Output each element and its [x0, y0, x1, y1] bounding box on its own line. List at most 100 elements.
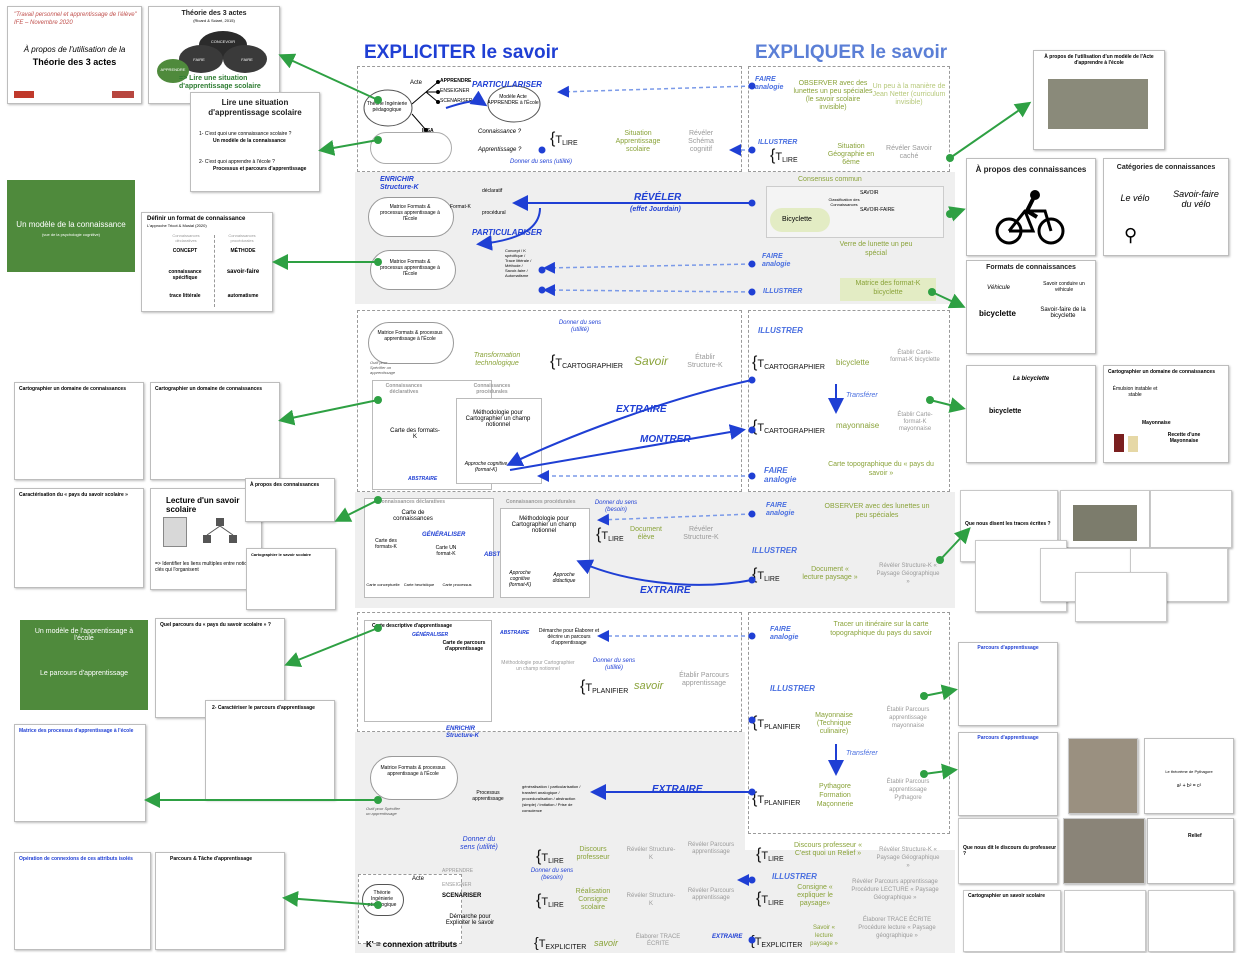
f2-T: T [775, 151, 783, 163]
parcours-card-2[interactable]: Parcours d'apprentissage [958, 732, 1058, 816]
row3-conn-proc: Connaissances procédurales [473, 383, 511, 395]
lire-q2: 2- C'est quoi apprendre à l'école ? [199, 159, 275, 165]
carto-savoir-card[interactable]: Cartographier le savoir scolaire [246, 548, 336, 610]
row5-f-b: Établir Parcours apprentissage [679, 672, 729, 687]
bike-icon: ⚲ [1124, 225, 1138, 245]
parcours-tache-card[interactable]: Parcours & Tâche d'apprentissage [155, 852, 285, 950]
propos-conn-card-left[interactable]: À propos des connaissances [245, 478, 335, 522]
cyclist-icon [995, 190, 1065, 245]
definir-subtitle: L'approche Tricot & Musial (2020) [147, 223, 207, 228]
discours-thumb[interactable]: Que nous dit le discours du professeur ? [958, 818, 1058, 884]
mayo-jar [1128, 436, 1138, 452]
row6-formula-5: {TEXPLICITER [534, 934, 587, 951]
propos-conn-card[interactable]: À propos des connaissances [966, 158, 1096, 256]
row3-formula-3: {TCARTOGRAPHIER [752, 418, 825, 435]
svg-text:CONCEVOIR: CONCEVOIR [211, 39, 235, 44]
carto-savoir-thumb[interactable]: Cartographier un savoir scolaire [963, 890, 1061, 952]
thumb-8[interactable] [1064, 890, 1146, 952]
categories-card[interactable]: Catégories de connaissances Le vélo Savo… [1103, 158, 1229, 256]
thumb-3[interactable] [1150, 490, 1232, 548]
relief-title: Relief [1188, 833, 1202, 839]
row6-illustrer: ILLUSTRER [772, 872, 817, 881]
row1-f1-a: Situation Apprentissage scolaire [615, 130, 661, 153]
carto-card-2[interactable]: Cartographier un domaine de connaissance… [150, 382, 280, 480]
operation-title: Opération de connexions de ces attributs… [19, 856, 133, 862]
carto-savoir-thumb-title: Cartographier un savoir scolaire [968, 893, 1045, 899]
row1-scenariser: SCENARISER [440, 98, 473, 104]
row5-carte-desc: Carte descriptive d'apprentissage [371, 623, 453, 629]
relief-card[interactable]: Relief [1147, 818, 1234, 884]
operation-card[interactable]: Opération de connexions de ces attributs… [14, 852, 151, 950]
svg-text:FAIRE: FAIRE [193, 57, 205, 62]
row4-carte-heuristique: Carte heuristique [403, 582, 435, 587]
row6-donner-sens: Donner du sens (utilité) [460, 836, 498, 851]
formats-savoir-conduire: Savoir conduire un véhicule [1043, 281, 1085, 293]
parcours-tache-title: Parcours & Tâche d'apprentissage [170, 856, 253, 862]
masonry-photo[interactable] [1068, 738, 1138, 814]
formats-bicyclette: bicyclette [979, 309, 1016, 318]
carto-mayo-title: Cartographier un domaine de connaissance… [1108, 369, 1215, 375]
lecture-card[interactable]: Lecture d'un savoir scolaire => Identifi… [150, 488, 262, 590]
f1-T: T [555, 134, 563, 146]
definir-title: Définir un format de connaissance [147, 216, 246, 222]
definir-col1: Connaissances déclaratives [172, 233, 200, 243]
row3-outil: Outil pour Spécifier un apprentissage [370, 360, 396, 375]
propos-acte-card[interactable]: À propos de l'utilisation d'un modèle de… [1033, 50, 1165, 150]
photo-discours[interactable] [1063, 818, 1145, 884]
carto-mayo-card[interactable]: Cartographier un domaine de connaissance… [1103, 365, 1229, 463]
caracteriser-card[interactable]: 2- Caractériser le parcours d'apprentiss… [205, 700, 335, 800]
green-arrow-9 [949, 101, 1032, 159]
row4-f2-a: Document « lecture paysage » [802, 566, 858, 581]
document-icon [163, 517, 187, 547]
row6-f5-b: Élaborer TRACE ÉCRITE [635, 934, 681, 947]
traces-title: Que nous disent les traces écrites ? [965, 521, 1051, 527]
row4-conn-decl: Connaissances déclaratives [378, 499, 445, 505]
modele-title: Un modèle de la connaissance [16, 220, 126, 229]
parcours2-title: Parcours d'apprentissage [977, 735, 1039, 741]
pays-card[interactable]: Caractérisation du « pays du savoir scol… [14, 488, 144, 588]
lecture-identifier: => Identifier les liens multiples entre … [155, 561, 253, 573]
row4-sub2: LIRE [764, 576, 780, 583]
row3-sub: CARTOGRAPHIER [562, 363, 623, 370]
theorie-card[interactable]: Théorie des 3 actes (Ricard & Sciarri, 2… [148, 6, 280, 104]
row3-methodo-box [456, 398, 542, 484]
carto-card-1[interactable]: Cartographier un domaine de connaissance… [14, 382, 144, 480]
matrice-card-left[interactable]: Matrice des processus d'apprentissage à … [14, 724, 146, 822]
row5-sub2: PLANIFIER [764, 724, 801, 731]
green-arrow-1 [278, 53, 379, 101]
row2-matrice-bic: Matrice des format-K bicyclette [840, 278, 936, 301]
row5-faire-analogie: FAIRE analogie [770, 626, 799, 641]
row6-formula-4: {TLIRE [756, 890, 784, 907]
modele-apprentissage-panel[interactable]: Un modèle de l'apprentissage à l'école L… [20, 620, 148, 710]
modele-connaissance-panel[interactable]: Un modèle de la connaissance (vue de la … [7, 180, 135, 272]
pythagore-card[interactable]: Le théorème de Pythagore a² + b² = c² [1144, 738, 1234, 814]
thumb-7[interactable] [1075, 572, 1167, 622]
row1-apprentissage-q: Apprentissage ? [478, 147, 522, 153]
lire-a2: Processus et parcours d'apprentissage [213, 166, 307, 172]
frame-row5-left [357, 612, 742, 732]
row1-f2-a: Situation Géographie en 6ème [827, 143, 875, 166]
row2-illustrer: ILLUSTRER [763, 288, 803, 295]
definir-card[interactable]: Définir un format de connaissance L'appr… [141, 212, 273, 312]
row5-formula-3: {TPLANIFIER [752, 790, 801, 807]
row5-processus: Processus apprentissage [472, 790, 504, 802]
row2-savoir: SAVOIR [860, 190, 879, 196]
formats-title: Formats de connaissances [986, 264, 1076, 271]
cover-card[interactable]: "Travail personnel et apprentissage de l… [7, 6, 142, 104]
row3-formula-2: {TCARTOGRAPHIER [752, 354, 825, 371]
parcours-card-1[interactable]: Parcours d'apprentissage [958, 642, 1058, 726]
green-arrow-15 [923, 763, 958, 780]
frame-row3-left [357, 310, 742, 492]
definir-auto: automatisme [227, 293, 259, 299]
row4-faire-analogie: FAIRE analogie [766, 502, 795, 517]
formats-card[interactable]: Formats de connaissances Véhicule bicycl… [966, 260, 1096, 354]
pythagore-title: Le théorème de Pythagore [1165, 769, 1213, 774]
row5-outil: Outil pour Spécifier un apprentissage [366, 806, 401, 816]
row6-sub6: EXPLICITER [761, 942, 803, 949]
thumb-9[interactable] [1148, 890, 1234, 952]
thumb-2[interactable] [1060, 490, 1150, 548]
row4-donner-sens: Donner du sens (besoin) [594, 500, 638, 513]
row5-sub: PLANIFIER [592, 688, 629, 695]
carte-bicyclette-card[interactable]: La bicyclette bicyclette [966, 365, 1096, 463]
row2-declaratif: déclaratif [482, 188, 503, 194]
